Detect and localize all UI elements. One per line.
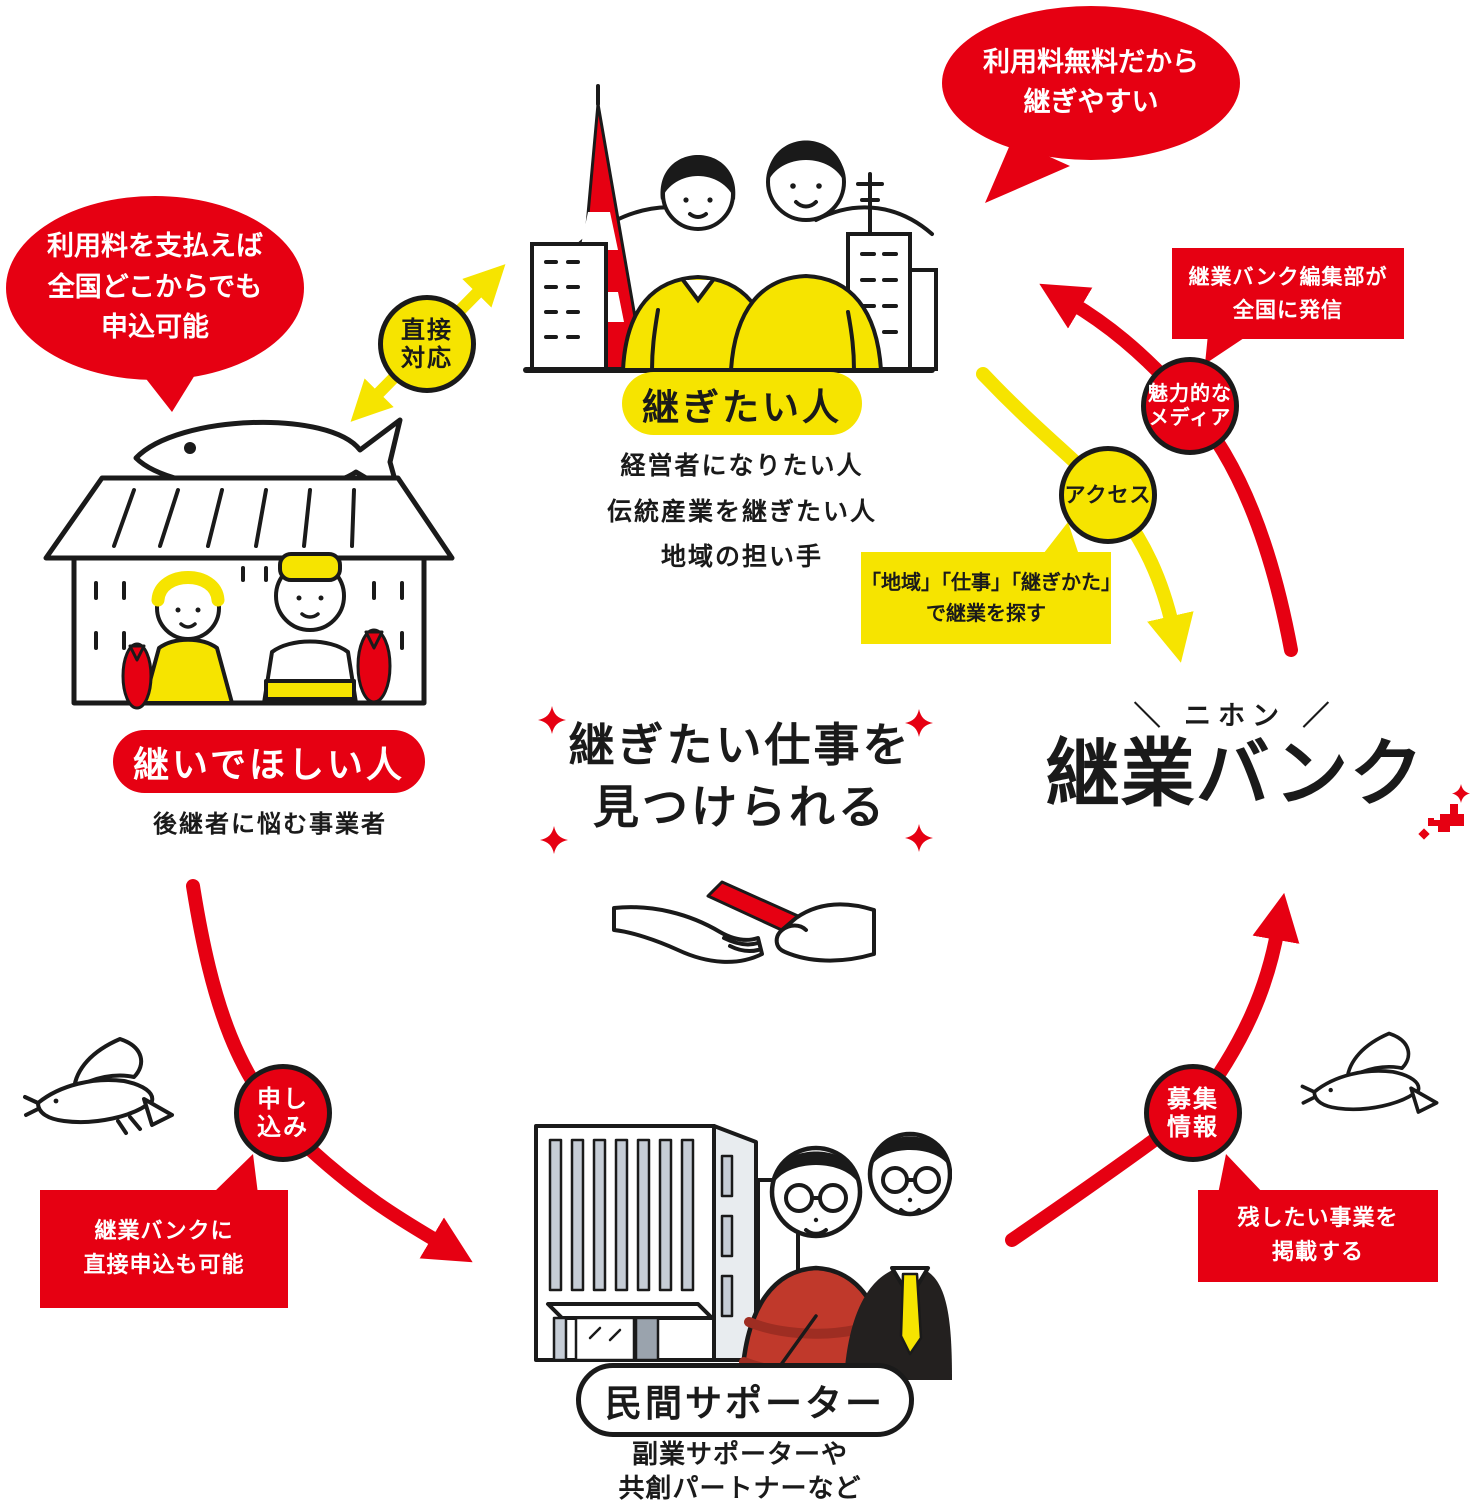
bubble-free-line2: 継ぎやすい: [1023, 87, 1159, 118]
successor-description: 経営者になりたい人 伝統産業を継ぎたい人 地域の担い手: [562, 443, 922, 580]
badge-listing-line1: 募集: [1167, 1084, 1219, 1113]
listing-note: 残したい事業を 掲載する: [1198, 1190, 1438, 1282]
note-apply-line1: 継業バンクに: [94, 1218, 234, 1244]
sparkle-icon: [540, 826, 568, 854]
note-search-line2: で継業を探す: [926, 601, 1046, 625]
badge-apply-line2: 込み: [257, 1113, 309, 1141]
owner-description: 後継者に悩む事業者: [90, 804, 450, 839]
badge-apply-line1: 申し: [257, 1084, 309, 1113]
headline-line1: 継ぎたい仕事を: [568, 718, 912, 772]
bird-icon: [1300, 1031, 1439, 1114]
sparkle-icon: [905, 709, 933, 737]
note-editorial-line2: 全国に発信: [1233, 297, 1343, 322]
direct-contact-badge: 直接 対応: [378, 295, 476, 393]
apply-note: 継業バンクに 直接申込も可能: [40, 1190, 288, 1308]
owner-desc-text: 後継者に悩む事業者: [153, 810, 387, 838]
note-editorial-tail: [1205, 334, 1250, 364]
note-listing-line2: 掲載する: [1271, 1240, 1364, 1265]
supporter-label-text: 民間サポーター: [605, 1382, 885, 1425]
successor-desc-line3: 地域の担い手: [660, 542, 823, 571]
search-note: 「地域」「仕事」「継ぎかた」 で継業を探す: [861, 552, 1121, 644]
successor-label: 継ぎたい人: [622, 372, 862, 435]
logo-name: 継業バンク: [1045, 731, 1425, 817]
headline-line2: 見つけられる: [593, 780, 887, 835]
paid-application-bubble: 利用料を支払えば 全国どこからでも 申込可能: [6, 196, 304, 380]
logo-kana: ＼ ニホン ／: [1133, 701, 1337, 732]
badge-direct-line2: 対応: [401, 344, 453, 372]
bubble-free-line1: 利用料無料だから: [983, 46, 1199, 78]
note-listing-tail: [1218, 1154, 1264, 1194]
badge-direct-line1: 直接: [401, 315, 453, 344]
note-search-tail: [1040, 522, 1080, 558]
keigyo-bank-logo: ＼ ニホン ／ 継業バンク: [1030, 694, 1440, 811]
badge-media-line2: メディア: [1148, 405, 1232, 429]
badge-listing-line2: 情報: [1167, 1113, 1219, 1141]
owner-label-text: 継いでほしい人: [133, 744, 405, 786]
center-headline: 継ぎたい仕事を 見つけられる: [520, 714, 960, 838]
note-apply-tail: [212, 1154, 258, 1194]
sparkle-icon: [905, 824, 933, 852]
city-couple-illustration: [523, 84, 938, 373]
listing-badge: 募集 情報: [1144, 1064, 1242, 1162]
owner-label: 継いでほしい人: [113, 730, 425, 793]
supporter-label: 民間サポーター: [576, 1363, 914, 1437]
bubble-paid-line1: 利用料を支払えば: [47, 231, 263, 263]
successor-label-text: 継ぎたい人: [642, 385, 842, 429]
note-listing-line1: 残したい事業を: [1237, 1205, 1399, 1231]
note-editorial-line1: 継業バンク編集部が: [1188, 264, 1388, 289]
editorial-note: 継業バンク編集部が 全国に発信: [1172, 248, 1404, 339]
supporter-description: 副業サポーターや 共創パートナーなど: [565, 1438, 915, 1500]
access-badge: アクセス: [1059, 446, 1157, 544]
japan-map-icon: [1418, 784, 1470, 840]
badge-access-text: アクセス: [1064, 482, 1152, 507]
note-apply-line2: 直接申込も可能: [83, 1253, 245, 1278]
sparkle-icon: [538, 706, 566, 734]
badge-media-line1: 魅力的な: [1148, 381, 1232, 406]
successor-desc-line2: 伝統産業を継ぎたい人: [606, 496, 877, 526]
bubble-paid-line2: 全国どこからでも: [47, 271, 263, 303]
baton-handoff-icon: [612, 880, 876, 964]
supporter-desc-line1: 副業サポーターや: [631, 1440, 848, 1470]
bird-icon: [23, 1037, 174, 1135]
note-search-line1: 「地域」「仕事」「継ぎかた」: [861, 570, 1121, 594]
free-usage-bubble: 利用料無料だから 継ぎやすい: [942, 6, 1240, 160]
successor-desc-line1: 経営者になりたい人: [620, 451, 864, 480]
bubble-free-tail: [985, 140, 1070, 203]
attractive-media-badge: 魅力的な メディア: [1141, 357, 1239, 455]
bubble-paid-line3: 申込可能: [101, 312, 209, 344]
apply-badge: 申し 込み: [234, 1064, 332, 1162]
supporters-illustration: [534, 1124, 952, 1380]
supporter-desc-line2: 共創パートナーなど: [618, 1474, 862, 1500]
fish-shop-illustration: [43, 417, 455, 710]
